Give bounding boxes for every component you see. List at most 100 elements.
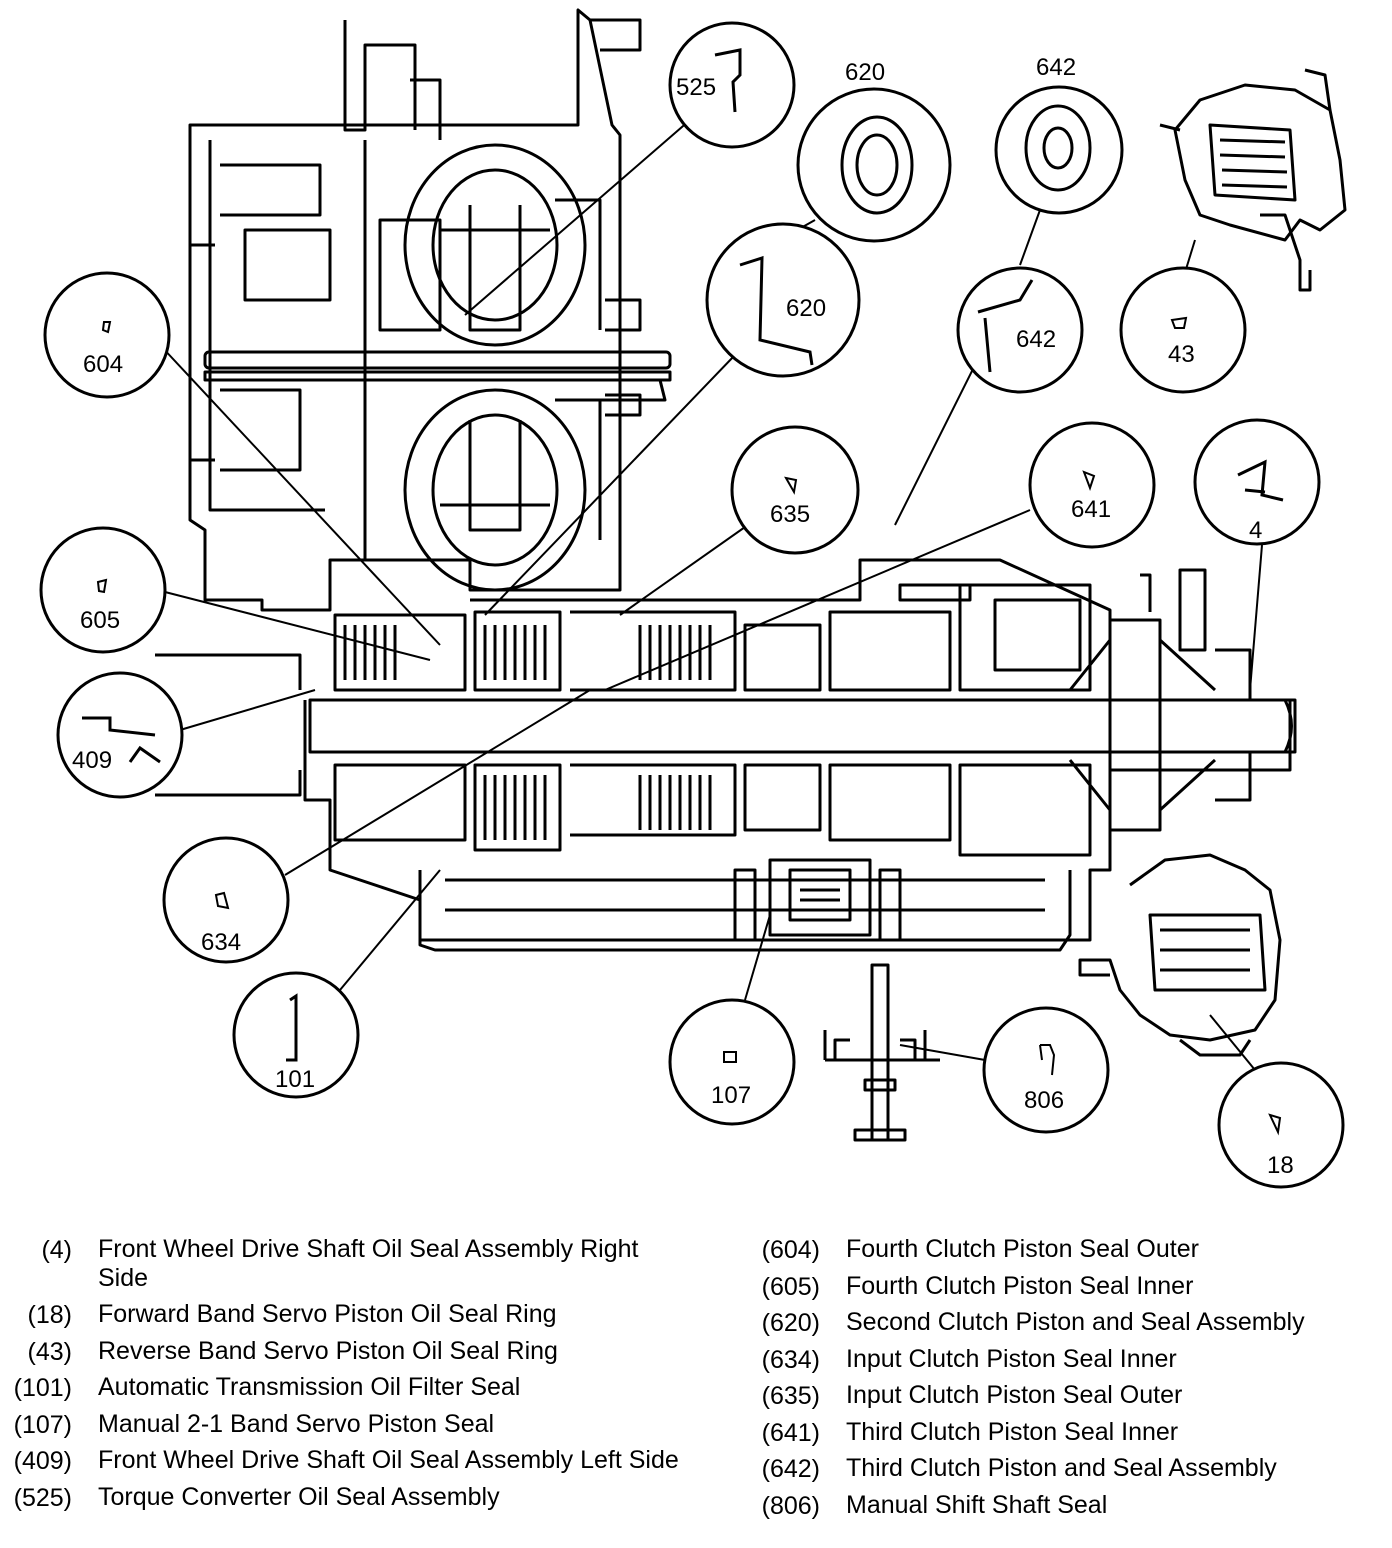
callout-label: 604 [83,351,123,378]
piston-seal-part-icon [1024,104,1092,192]
callout-label: 605 [80,607,120,634]
legend-number: (525) [13,1483,72,1512]
callout-620: 620 [705,222,861,378]
legend-item: (604) Fourth Clutch Piston Seal Outer [752,1232,1382,1269]
leader-lines [159,119,1263,1071]
seal-section-icon [214,891,230,910]
reverse-servo-detail [1159,68,1347,292]
legend-description: Forward Band Servo Piston Oil Seal Ring [98,1300,557,1328]
callout-635: 635 [730,425,860,555]
callout-806: 806 [982,1006,1110,1134]
legend-description: Input Clutch Piston Seal Outer [846,1381,1183,1409]
callout-label: 642 [1016,326,1056,353]
seal-profile-icon [1237,459,1284,502]
seal-section-icon [1082,470,1096,491]
legend-left-column: (4) Front Wheel Drive Shaft Oil Seal Ass… [4,1232,684,1516]
legend-item: (107) Manual 2-1 Band Servo Piston Seal [4,1407,684,1444]
callout-409: 409 [56,671,184,799]
callout-label: 634 [201,929,241,956]
seal-section-icon [1170,316,1188,329]
callout-605: 605 [39,526,167,654]
legend-item: (101) Automatic Transmission Oil Filter … [4,1370,684,1407]
legend-description: Third Clutch Piston and Seal Assembly [846,1454,1277,1482]
legend-description: Fourth Clutch Piston Seal Inner [846,1271,1194,1300]
callout-label: 620 [845,59,885,86]
legend-description: Reverse Band Servo Piston Oil Seal Ring [98,1336,558,1365]
legend-description: Fourth Clutch Piston Seal Outer [846,1235,1199,1263]
legend-description: Second Clutch Piston and Seal Assembly [846,1308,1305,1336]
legend-right-column: (604) Fourth Clutch Piston Seal Outer (6… [752,1232,1382,1524]
legend-number: (409) [13,1447,72,1475]
callout-label: 4 [1249,517,1262,544]
callout-label: 43 [1168,341,1195,368]
legend-description: Third Clutch Piston Seal Inner [846,1417,1179,1446]
callout-4: 4 [1193,418,1321,546]
legend-description: Front Wheel Drive Shaft Oil Seal Assembl… [98,1446,679,1474]
legend-item: (642) Third Clutch Piston and Seal Assem… [752,1451,1382,1488]
legend-item: (635) Input Clutch Piston Seal Outer [752,1378,1382,1415]
legend-number: (620) [761,1309,820,1337]
callout-label: 18 [1267,1152,1294,1179]
legend-item: (605) Fourth Clutch Piston Seal Inner [752,1269,1382,1306]
callout-label: 641 [1071,496,1111,523]
legend-number: (101) [13,1374,72,1402]
legend-item: (620) Second Clutch Piston and Seal Asse… [752,1305,1382,1342]
callout-604: 604 [43,271,171,399]
forward-servo-detail [1078,853,1282,1057]
callout-label: 806 [1024,1087,1064,1114]
callout-107: 107 [668,998,796,1126]
legend-item: (409) Front Wheel Drive Shaft Oil Seal A… [4,1443,684,1480]
callout-642: 642 [956,266,1084,394]
legend-description: Automatic Transmission Oil Filter Seal [98,1373,521,1401]
seal-profile-icon [977,279,1034,373]
seal-section-icon [101,321,112,334]
callout-101: 101 [232,971,360,1099]
legend-number: (43) [27,1337,72,1366]
transmission-housing [155,8,1297,952]
legend-number: (107) [13,1410,72,1439]
legend-description: Input Clutch Piston Seal Inner [846,1344,1177,1373]
callout-43: 43 [1119,266,1247,394]
legend-item: (641) Third Clutch Piston Seal Inner [752,1415,1382,1452]
seal-profile-icon [714,48,742,113]
seal-section-icon [723,1051,737,1063]
legend-item: (634) Input Clutch Piston Seal Inner [752,1342,1382,1379]
seal-section-icon [1039,1044,1056,1076]
callout-label: 107 [711,1082,751,1109]
callout-642-part: 642 [994,54,1124,215]
legend-description: Front Wheel Drive Shaft Oil Seal Assembl… [98,1235,639,1292]
legend-description: Manual 2-1 Band Servo Piston Seal [98,1409,495,1438]
seal-profile-icon [82,716,161,764]
callout-620-part: 620 [796,59,952,243]
legend-item: (18) Forward Band Servo Piston Oil Seal … [4,1297,684,1334]
callout-label: 409 [72,747,112,774]
callout-label: 525 [676,74,716,101]
legend-item: (806) Manual Shift Shaft Seal [752,1488,1382,1525]
seal-section-icon [784,476,798,495]
legend-item: (525) Torque Converter Oil Seal Assembly [4,1480,684,1517]
legend-number: (18) [27,1301,72,1329]
manual-shaft-detail [823,963,940,1142]
transmission-seal-diagram: 525 620 642 604 620 642 [39,8,1347,1189]
seal-profile-icon [739,255,814,366]
callout-label: 101 [275,1066,315,1093]
legend-number: (604) [761,1236,820,1264]
legend-number: (641) [761,1418,820,1447]
legend-number: (635) [761,1382,820,1410]
legend-number: (642) [761,1455,820,1483]
legend-item: (43) Reverse Band Servo Piston Oil Seal … [4,1334,684,1371]
legend-description: Manual Shift Shaft Seal [846,1490,1108,1519]
callout-label: 620 [786,295,826,322]
callout-label: 642 [1036,54,1076,81]
callout-525: 525 [668,21,796,149]
callout-641: 641 [1028,421,1156,549]
filter-seal-icon [286,993,298,1062]
callout-18: 18 [1217,1061,1345,1189]
callout-label: 635 [770,501,810,528]
legend-number: (806) [761,1491,820,1520]
callout-634: 634 [162,836,290,964]
seal-section-icon [1268,1113,1282,1136]
legend-number: (4) [41,1236,72,1264]
seal-section-icon [96,578,108,594]
legend-description: Torque Converter Oil Seal Assembly [98,1482,500,1511]
